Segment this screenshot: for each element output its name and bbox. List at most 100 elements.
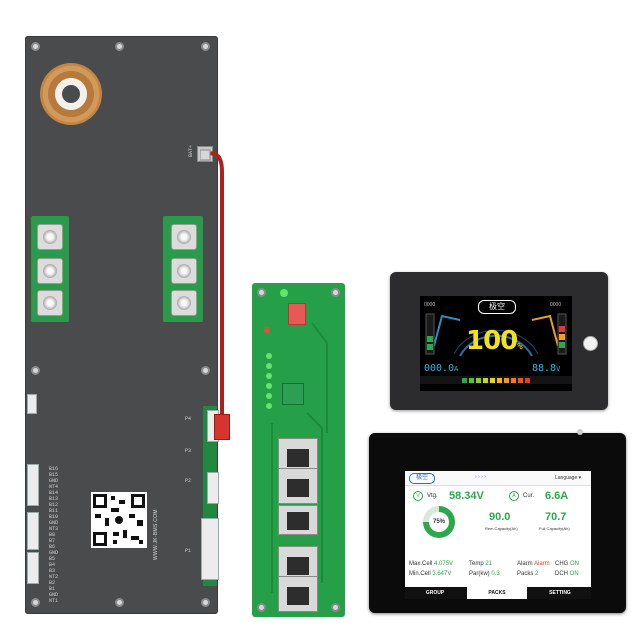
- balance-connector: [27, 512, 39, 550]
- pin-label: NT4: [49, 484, 59, 490]
- mount-hole: [201, 366, 210, 375]
- pin-label: B15: [49, 472, 59, 478]
- balance-connector: [27, 394, 37, 414]
- small-display-unit: 极空 0000 0000 100% 000.0A 88.8V: [390, 272, 608, 410]
- pin-label: NT2: [49, 574, 59, 580]
- port-connector-p2: [207, 472, 219, 504]
- mount-hole: [577, 429, 583, 435]
- small-display-screen: 极空 0000 0000 100% 000.0A 88.8V: [420, 296, 572, 391]
- packs-value: 2: [535, 571, 539, 577]
- dch-label: DCH: [555, 571, 568, 577]
- rj45-port[interactable]: [278, 576, 318, 612]
- pin-label: GND: [49, 520, 59, 526]
- remain-capacity-label: Rem.Capacity(Ah): [485, 526, 518, 531]
- power-button[interactable]: [583, 336, 598, 351]
- packs-label: Packs: [517, 571, 534, 577]
- chevrons-icon: › › › ›: [475, 474, 486, 480]
- pin-label: B2: [49, 580, 56, 586]
- chevron-down-icon: ▾: [578, 475, 582, 481]
- mosfet: [37, 258, 63, 284]
- mount-hole: [31, 366, 40, 375]
- pin-label: B11: [49, 508, 59, 514]
- soc-percent-unit: %: [517, 342, 523, 352]
- par-row: Par(kw) 0.3: [469, 571, 500, 577]
- pin-label: B16: [49, 466, 59, 472]
- pin-label: B7: [49, 538, 56, 544]
- min-cell-value: 3.647V: [432, 571, 452, 577]
- tab-setting[interactable]: SETTING: [549, 590, 571, 596]
- red-cable: [200, 149, 224, 422]
- mount-hole: [31, 598, 40, 607]
- current-unit: A: [454, 365, 459, 373]
- port-label-p4: P4: [185, 416, 192, 422]
- cur-value: 6.6A: [545, 490, 569, 502]
- voltage-value: 88.8: [532, 363, 557, 374]
- bms-main-board: BAT+ P4 P3 P2 P1 B16 B15 GND NT4 B14 B13…: [25, 36, 219, 614]
- dch-row: DCH ON: [555, 571, 579, 577]
- large-display-screen: 极空 › › › › Language ▾ V Vtg. 58.34V A Cu…: [405, 471, 591, 599]
- alarm-row: Alarm Alarm: [517, 561, 550, 567]
- led-green: [266, 393, 272, 399]
- mosfet-block-left: [31, 216, 69, 322]
- pin-label-column: B16 B15 GND NT4 B14 B13 B12 B11 B10 GND …: [49, 466, 77, 604]
- tab-group[interactable]: GROUP: [425, 590, 445, 596]
- vtg-value: 58.34V: [449, 490, 484, 502]
- pin-label: GND: [49, 478, 59, 484]
- vtg-label: Vtg.: [427, 493, 438, 499]
- led-green: [280, 289, 288, 297]
- led-green: [266, 403, 272, 409]
- mount-hole: [201, 42, 210, 51]
- mosfet: [37, 224, 63, 250]
- soc-readout: 100%: [466, 326, 523, 356]
- mosfet: [37, 290, 63, 316]
- tab-packs[interactable]: PACKS: [467, 587, 527, 599]
- dip-switch[interactable]: [288, 303, 306, 325]
- temp-label: Temp: [469, 561, 484, 567]
- port-label-p3: P3: [185, 448, 192, 454]
- led-red: [264, 327, 270, 333]
- alarm-value: Alarm: [534, 561, 550, 567]
- voltage-unit: V: [556, 365, 561, 373]
- mosfet: [171, 290, 197, 316]
- current-readout: 000.0A: [424, 358, 458, 376]
- max-cell-value: 4.075V: [434, 561, 454, 567]
- pin-label: B8: [49, 532, 56, 538]
- packs-row: Packs 2: [517, 571, 538, 577]
- rj45-port[interactable]: [278, 505, 318, 535]
- pin-label: B14: [49, 490, 59, 496]
- soc-ring-label: 75%: [429, 512, 449, 532]
- mount-hole: [201, 598, 210, 607]
- website-text: WWW.JK-BMS.COM: [153, 509, 159, 560]
- brand-logo: 极空: [409, 473, 435, 484]
- toroid-hole: [62, 85, 80, 103]
- voltage-icon: V: [413, 491, 423, 501]
- mount-hole: [115, 42, 124, 51]
- rj45-port[interactable]: [278, 468, 318, 504]
- port-label-p2: P2: [185, 478, 192, 484]
- pin-label: B4: [49, 562, 56, 568]
- full-capacity-value: 70.7: [545, 511, 567, 523]
- port-label-p1: P1: [185, 548, 192, 554]
- min-cell-row: Min.Cell 3.647V: [409, 571, 451, 577]
- mount-hole: [115, 598, 124, 607]
- led-green: [266, 383, 272, 389]
- voltage-readout: 88.8V: [532, 358, 560, 376]
- pcb-traces: [271, 322, 328, 593]
- brand-logo: 极空: [478, 300, 516, 314]
- pin-label: B12: [49, 502, 59, 508]
- language-select[interactable]: Language ▾: [555, 475, 581, 481]
- small-right-readout: 0000: [550, 302, 562, 308]
- mount-hole: [331, 288, 340, 297]
- screen-header: 极空 › › › › Language ▾: [405, 471, 591, 486]
- mount-hole: [257, 603, 266, 612]
- led-green: [266, 353, 272, 359]
- led-green: [266, 363, 272, 369]
- chg-label: CHG: [555, 561, 569, 567]
- current-icon: A: [509, 491, 519, 501]
- mosfet: [171, 224, 197, 250]
- max-cell-label: Max.Cell: [409, 561, 433, 567]
- soc-bar-segments: [462, 378, 530, 383]
- chg-value: ON: [570, 561, 580, 567]
- pin-label: GND: [49, 550, 59, 556]
- pin-label: B6: [49, 544, 56, 550]
